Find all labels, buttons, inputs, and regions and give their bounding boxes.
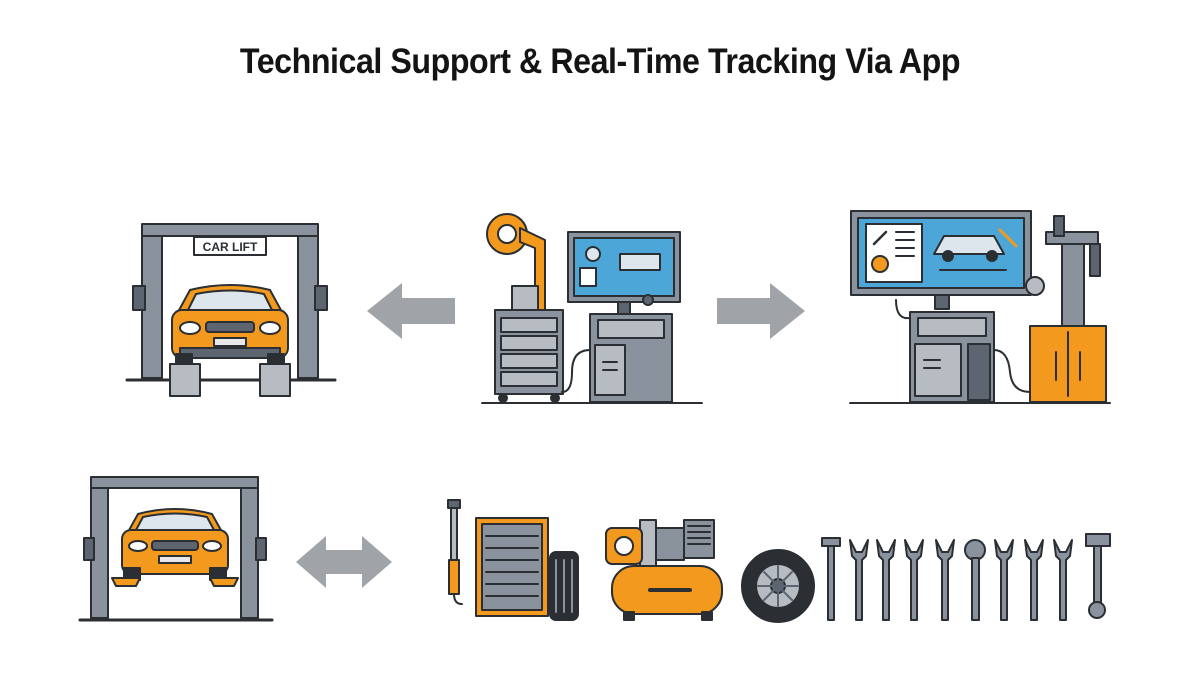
air-compressor-icon	[605, 519, 723, 621]
car-lift-sign: CAR LIFT	[203, 240, 258, 254]
right-arrow-icon	[717, 283, 805, 339]
left-arrow-icon	[367, 283, 455, 339]
wrench-set-icon	[821, 533, 1111, 621]
diagnostic-station-icon	[481, 213, 703, 404]
tire-icon	[741, 549, 815, 623]
tool-cabinet-icon	[447, 499, 579, 621]
small-car-lift-icon	[78, 476, 274, 622]
alignment-machine-icon	[849, 210, 1111, 404]
page-title: Technical Support & Real-Time Tracking V…	[239, 42, 961, 81]
double-arrow-icon	[296, 536, 392, 588]
car-lift-icon: CAR LIFT	[125, 223, 337, 397]
